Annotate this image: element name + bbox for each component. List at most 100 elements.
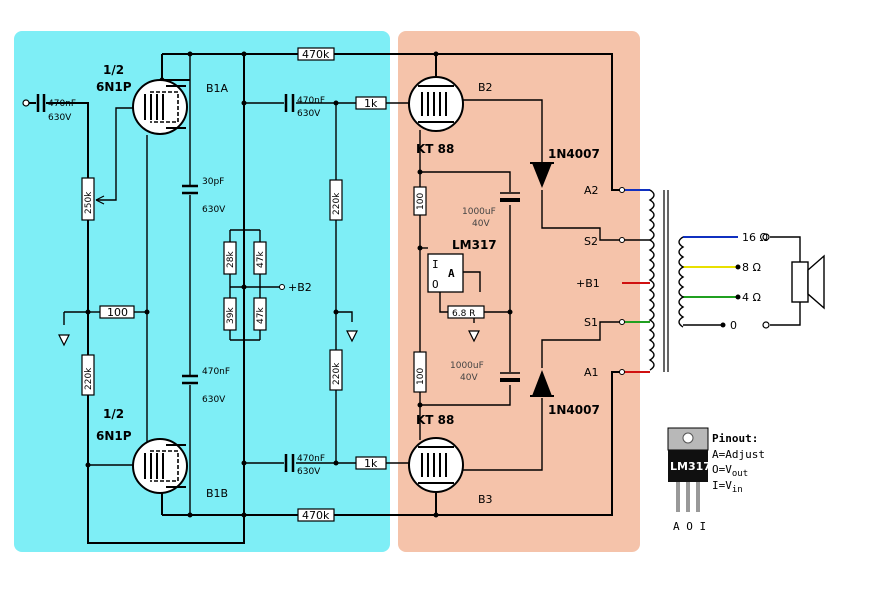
resistor-220k-left: [81, 354, 95, 396]
tap-4-node: [735, 294, 741, 300]
tube-b3-label: B3: [478, 493, 493, 506]
transformer-a2: A2: [584, 184, 599, 197]
resistor-1k-top: [355, 96, 387, 110]
regulator-lm317: [427, 253, 464, 293]
reg-pin-i: I: [432, 258, 439, 271]
pinout-pins: A O I: [673, 520, 706, 533]
capacitor-input: [36, 94, 46, 112]
cap-1000uf-bottom-value: 1000uF: [450, 361, 484, 371]
pot-wiper-arrow: [95, 195, 105, 205]
cap-1000uf-top-value: 1000uF: [462, 207, 496, 217]
resistor-28k: [223, 241, 237, 275]
resistor-100-lower: [413, 351, 427, 393]
coupling-bottom-voltage: 630V: [297, 467, 321, 477]
speaker: [770, 236, 825, 326]
pinout-line-o-sub: out: [732, 469, 748, 479]
tube-b2-type: KT 88: [416, 142, 454, 156]
capacitor-coupling-top: [284, 94, 295, 112]
pinout-line-i: I=Vin: [712, 479, 743, 495]
tube-b1b-half: 1/2: [103, 407, 124, 421]
tube-b1b-label: B1B: [206, 487, 228, 500]
ground-symbols: [58, 330, 480, 347]
tap-0-terminal[interactable]: [762, 321, 770, 329]
coupling-bottom-value: 470nF: [297, 454, 325, 464]
resistor-220k-bottom: [329, 349, 343, 391]
r-220k-bottom-value: 220k: [332, 362, 342, 385]
resistor-220k-top: [329, 179, 343, 221]
tap-0-label: 0: [730, 319, 737, 332]
cap-1000uf-top-voltage: 40V: [472, 219, 490, 229]
capacitor-470nf-mid: [182, 374, 198, 385]
r-feedback-bottom-value: 470k: [302, 509, 330, 522]
r-47k-lower-value: 47k: [256, 307, 266, 324]
grid-stop-top-value: 1k: [364, 97, 378, 110]
tap-4-label: 4 Ω: [742, 291, 761, 304]
b2-supply-terminal[interactable]: [279, 284, 285, 290]
transformer-s1: S1: [584, 316, 598, 329]
tube-b1b: [132, 438, 188, 494]
tube-b1a-label: B1A: [206, 82, 229, 95]
resistor-47k-lower: [253, 297, 267, 331]
input-terminal[interactable]: [22, 99, 30, 107]
resistor-6r8: [447, 305, 485, 319]
regulator-name: LM317: [452, 238, 497, 252]
reg-pin-o: O: [432, 278, 439, 291]
pinout-line-i-prefix: I=V: [712, 479, 732, 492]
tap-16-label: 16 Ω: [742, 231, 768, 244]
diode-top: [530, 162, 554, 188]
pinout-chip-label: LM317: [670, 460, 711, 473]
diode-bottom-label: 1N4007: [548, 403, 600, 417]
resistor-470k-bottom: [297, 508, 335, 522]
cap-470nf-mid-value: 470nF: [202, 367, 230, 377]
tap-16-terminal[interactable]: [762, 233, 770, 241]
transformer-s2: S2: [584, 235, 598, 248]
r-47k-upper-value: 47k: [256, 251, 266, 268]
pinout-line-i-sub: in: [732, 485, 743, 495]
junctions: [85, 51, 513, 518]
r-220k-top-value: 220k: [332, 192, 342, 215]
cap-30pf-value: 30pF: [202, 177, 224, 187]
preamp-panel: [14, 31, 390, 552]
coupling-top-voltage: 630V: [297, 109, 321, 119]
r-100-lower-value: 100: [416, 368, 426, 385]
diode-bottom: [530, 370, 554, 397]
r-39k-value: 39k: [226, 307, 236, 324]
pot-value: 250k: [84, 191, 94, 214]
resistor-39k: [223, 297, 237, 331]
capacitor-30pf: [182, 184, 198, 195]
input-cap-voltage: 630V: [48, 113, 72, 123]
transformer-leads: [619, 187, 738, 375]
r-grid-bottom-value: 220k: [84, 367, 94, 390]
capacitor-1000uf-bottom: [500, 372, 520, 382]
cap-30pf-voltage: 630V: [202, 205, 226, 215]
r-100-upper-value: 100: [416, 193, 426, 210]
output-stage-panel: [398, 31, 640, 552]
b2-supply-label: +B2: [288, 281, 312, 294]
r-6r8-value: 6.8 R: [452, 309, 475, 319]
potentiometer-250k: [81, 177, 95, 221]
tube-b2-label: B2: [478, 81, 493, 94]
tube-b3: [408, 437, 464, 493]
wiring: [26, 53, 622, 544]
pinout-line-a: A=Adjust: [712, 448, 765, 461]
tube-b3-type: KT 88: [416, 413, 454, 427]
r-feedback-top-value: 470k: [302, 48, 330, 61]
pinout-title: Pinout:: [712, 432, 758, 445]
grid-stop-bottom-value: 1k: [364, 457, 378, 470]
tap-8-label: 8 Ω: [742, 261, 761, 274]
capacitor-coupling-bottom: [284, 454, 295, 472]
tap-0-node: [720, 322, 726, 328]
pinout-line-o: O=Vout: [712, 463, 748, 479]
resistor-47k-upper: [253, 241, 267, 275]
tube-b2: [408, 76, 464, 132]
lm317-package: [667, 427, 709, 512]
tube-b1a-type: 6N1P: [96, 80, 132, 94]
resistor-100-cathode: [99, 305, 135, 319]
tube-b1b-type: 6N1P: [96, 429, 132, 443]
cap-470nf-mid-voltage: 630V: [202, 395, 226, 405]
coupling-top-value: 470nF: [297, 96, 325, 106]
cap-1000uf-bottom-voltage: 40V: [460, 373, 478, 383]
reg-pin-a: A: [448, 267, 455, 280]
tube-b1a: [132, 79, 188, 135]
